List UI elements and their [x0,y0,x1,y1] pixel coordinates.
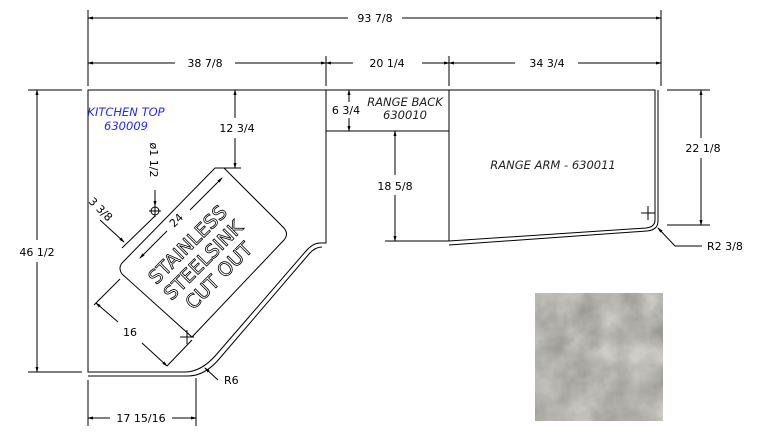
range-back-depth-dimension: 6 3/4 [332,89,360,132]
sink-offset-label: 12 3/4 [219,122,254,135]
overall-width-label: 93 7/8 [357,12,392,25]
faucet-hole: ø1 1/2 [147,143,161,217]
granite-material-swatch [535,293,663,421]
range-opening-depth-dimension: 18 5/8 [377,130,449,242]
range-back-width-label: 20 1/4 [369,57,404,70]
center-mark-icon [180,330,194,344]
faucet-hole-label: ø1 1/2 [147,143,160,178]
corner-radius-callout: R6 [204,367,239,387]
segment-width-dimensions: 38 7/8 20 1/4 34 3/4 [87,56,662,86]
kitchen-top-name: KITCHEN TOP [87,105,164,119]
range-arm-depth-label: 22 1/8 [685,142,720,155]
range-arm-label: RANGE ARM - 630011 [490,158,615,172]
overall-depth-dimension: 46 1/2 [19,89,82,373]
range-arm-width-label: 34 3/4 [529,57,564,70]
range-opening-depth-label: 18 5/8 [377,180,412,193]
sink-offset-dimension: 12 3/4 [219,89,255,169]
overall-width-dimension: 93 7/8 [87,10,662,86]
range-arm-radius-callout: R2 3/8 [657,227,743,253]
kitchen-top-outline [87,89,327,377]
overall-depth-label: 46 1/2 [19,246,54,259]
range-back-code: 630010 [383,108,427,122]
range-arm-radius-label: R2 3/8 [707,240,743,253]
kitchen-top-width-label: 38 7/8 [187,57,222,70]
range-back-depth-label: 6 3/4 [332,104,360,117]
range-arm-outline [448,89,659,246]
sink-width-label: 16 [123,326,137,339]
corner-radius-label: R6 [224,374,239,387]
center-mark-icon [641,206,655,220]
kitchen-top-code: 630009 [104,119,148,133]
bottom-return-label: 17 15/16 [116,412,165,425]
bottom-return-dimension: 17 15/16 [87,378,197,426]
range-arm-depth-dimension: 22 1/8 [667,89,721,226]
sink-cutout: STAINLESS STEELSINK CUT OUT [119,167,287,344]
range-back-name: RANGE BACK [367,95,444,109]
faucet-offset-label: 3 3/8 [86,195,115,224]
sink-width-dimension: 16 [95,302,193,367]
